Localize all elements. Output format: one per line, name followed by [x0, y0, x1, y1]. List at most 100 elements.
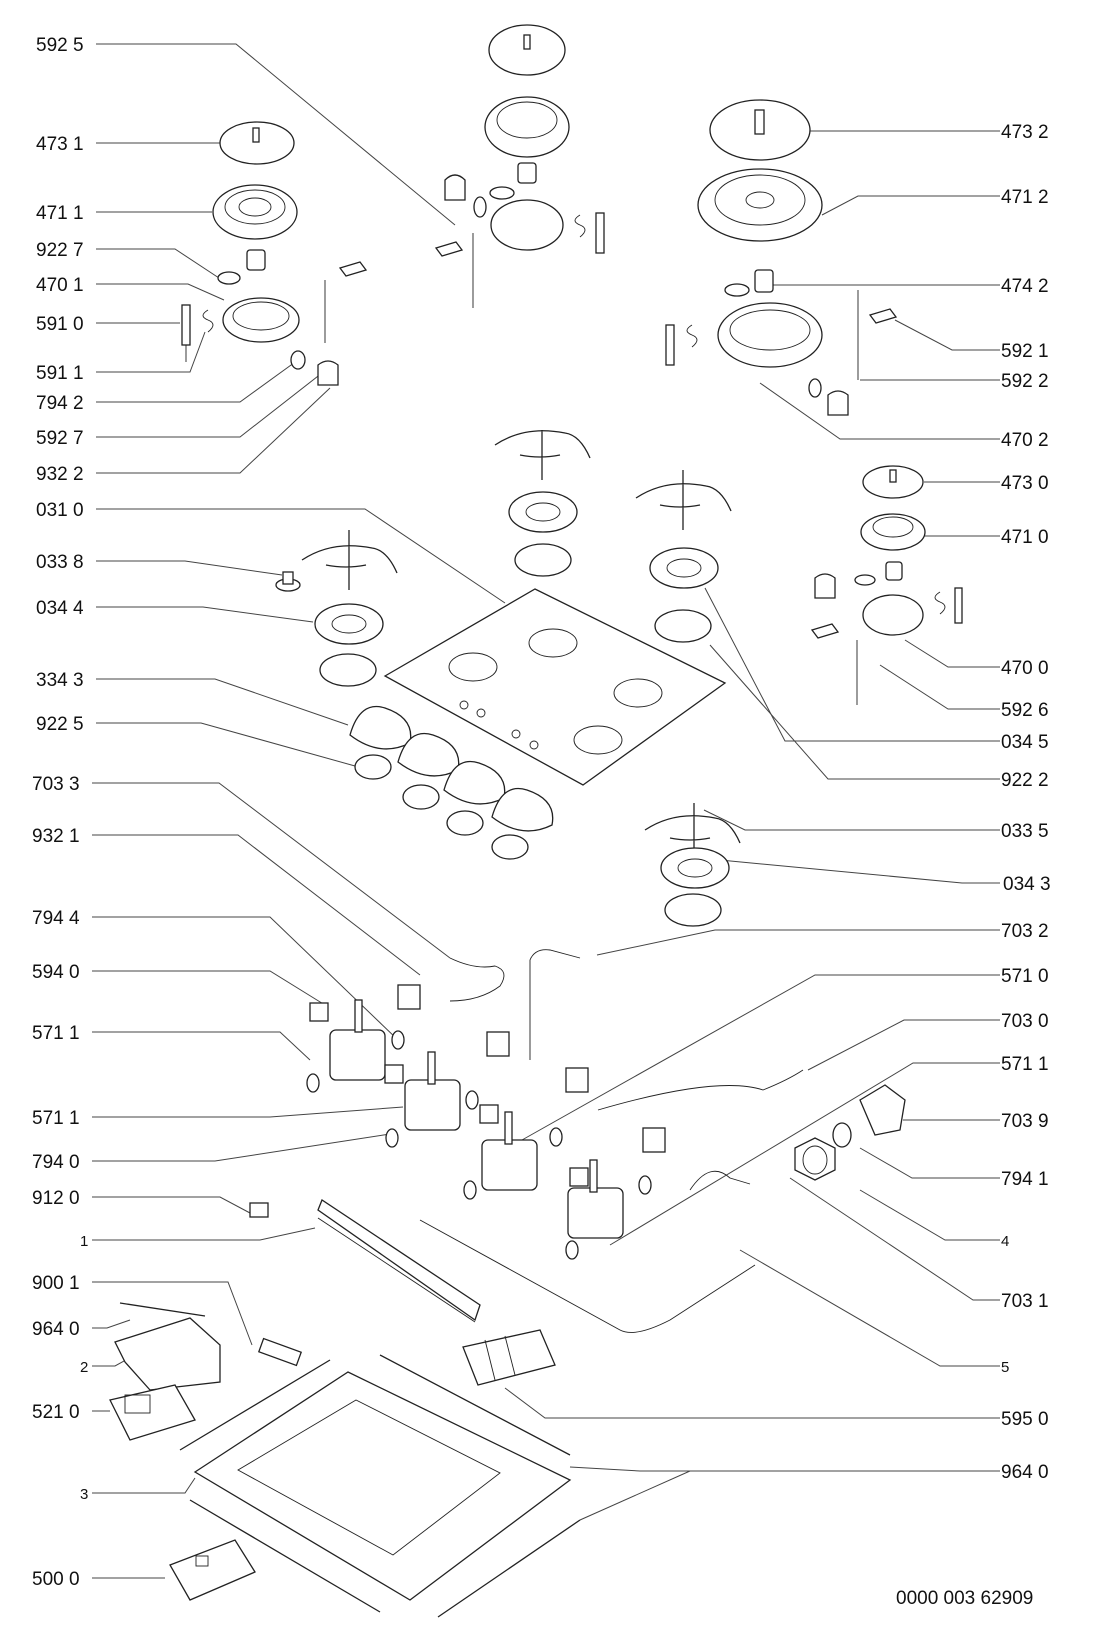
burner-body-470-0 [862, 594, 924, 636]
burner-cap-473-1 [219, 121, 295, 165]
part-label: 5 [1001, 1359, 1009, 1376]
bezel-2 [402, 784, 440, 810]
pipe-703-1 [689, 1170, 751, 1191]
leader-912-0 [92, 1196, 251, 1214]
washer-922-7 [217, 271, 241, 285]
left-labels: 592 5 473 1 471 1 922 7 470 1 591 0 591 … [32, 35, 88, 1590]
part-label: 334 3 [36, 670, 84, 691]
part-label: 500 0 [32, 1569, 80, 1590]
leader-703-2 [596, 929, 1000, 956]
burner-crown-471-0 [860, 513, 926, 551]
thermocouple-center [595, 212, 605, 254]
elbow-connector-703-9 [859, 1084, 906, 1136]
gasket-922-2 [654, 609, 712, 643]
leader-703-0 [807, 1019, 1000, 1071]
leader-571-1-right [609, 1062, 1000, 1246]
part-label: 034 5 [1001, 732, 1049, 753]
clip-592-1 [868, 308, 898, 324]
part-label: 473 1 [36, 134, 84, 155]
switch-block-595-0 [462, 1329, 556, 1386]
burner-crown-471-2 [697, 168, 823, 242]
part-label: 703 2 [1001, 921, 1049, 942]
clip-right [827, 390, 849, 416]
pan-support-center [494, 430, 591, 480]
burner-ring-034-3 [660, 847, 730, 889]
gasket-strip-964-0-left [119, 1302, 206, 1317]
cap-pin [523, 34, 531, 50]
part-label: 033 8 [36, 552, 84, 573]
part-label: 571 0 [1001, 966, 1049, 987]
part-label: 571 1 [32, 1023, 80, 1044]
crown-ports [872, 516, 914, 538]
plate-hole-2 [528, 628, 578, 658]
crown-ports [714, 174, 806, 226]
pipe-703-2 [529, 949, 581, 1060]
part-label: 964 0 [32, 1319, 80, 1340]
leader-470-0 [904, 639, 1000, 668]
part-label: 794 0 [32, 1152, 80, 1173]
part-label: 900 1 [32, 1273, 80, 1294]
leader-033-8 [96, 560, 283, 576]
pipe-clip-3 [565, 1067, 589, 1093]
leader-031-0 [96, 508, 506, 604]
hob-top-plate-031-0 [383, 588, 727, 786]
part-label: 3 [80, 1486, 88, 1503]
lower-components [109, 1199, 581, 1618]
seal-ring-794-0 [385, 1128, 399, 1148]
tap-spindle [589, 1159, 598, 1193]
manifold-5 [419, 1219, 756, 1333]
part-label: 592 1 [1001, 341, 1049, 362]
screw-912-0 [249, 1202, 269, 1218]
seal-ring [465, 1090, 479, 1110]
burner-assembly-right [665, 99, 898, 416]
microswitch-4 [569, 1167, 589, 1187]
pan-supports-and-rings [275, 430, 741, 927]
gasket-lower-right [664, 893, 722, 927]
crown-ports [224, 189, 286, 225]
part-label: 932 2 [36, 464, 84, 485]
leader-932-2 [96, 387, 331, 474]
tap-spindle [427, 1051, 436, 1085]
part-label: 592 2 [1001, 371, 1049, 392]
ignition-module-500-0 [169, 1539, 256, 1601]
burner-assembly-aux [810, 465, 963, 705]
gasket-left [319, 653, 377, 687]
nut-thread [802, 1145, 828, 1175]
part-label: 470 0 [1001, 658, 1049, 679]
part-label: 1 [80, 1233, 88, 1250]
switch-divider [504, 1335, 516, 1376]
seal-ring [463, 1180, 477, 1200]
part-label: 703 9 [1001, 1111, 1049, 1132]
bezel-3 [446, 810, 484, 836]
leader-794-4 [92, 916, 399, 1041]
part-label: 932 1 [32, 826, 80, 847]
gas-taps-and-pipes [249, 949, 906, 1333]
microswitch-3 [479, 1104, 499, 1124]
leader-lines [92, 43, 1000, 1579]
part-label: 474 2 [1001, 276, 1049, 297]
part-label: 592 7 [36, 428, 84, 449]
leader-3 [92, 1477, 196, 1494]
module-display [195, 1555, 209, 1567]
clip-aux-2 [810, 623, 840, 639]
injector-aux [885, 561, 903, 581]
gasket-strip-right [379, 1354, 571, 1456]
burner-ring-center [508, 491, 578, 533]
washer-right [724, 283, 750, 297]
gasket-strip-top [179, 1359, 331, 1451]
burner-assembly-left [181, 121, 368, 386]
nut-4 [794, 1137, 836, 1181]
pipe-clip-932-1 [397, 984, 421, 1010]
rail-edge [317, 1217, 476, 1323]
leader-034-3 [719, 859, 1000, 884]
knob-4 [491, 788, 554, 832]
seal-ring-794-1 [832, 1122, 852, 1148]
plate-hole-4 [573, 725, 623, 755]
leader-703-3 [92, 782, 451, 959]
gas-tap-571-1a [329, 1029, 386, 1081]
part-label: 922 7 [36, 240, 84, 261]
seal-ring-794-4 [391, 1030, 405, 1050]
part-label: 471 0 [1001, 527, 1049, 548]
plate-knob-hole [476, 708, 486, 718]
part-label: 473 2 [1001, 122, 1049, 143]
